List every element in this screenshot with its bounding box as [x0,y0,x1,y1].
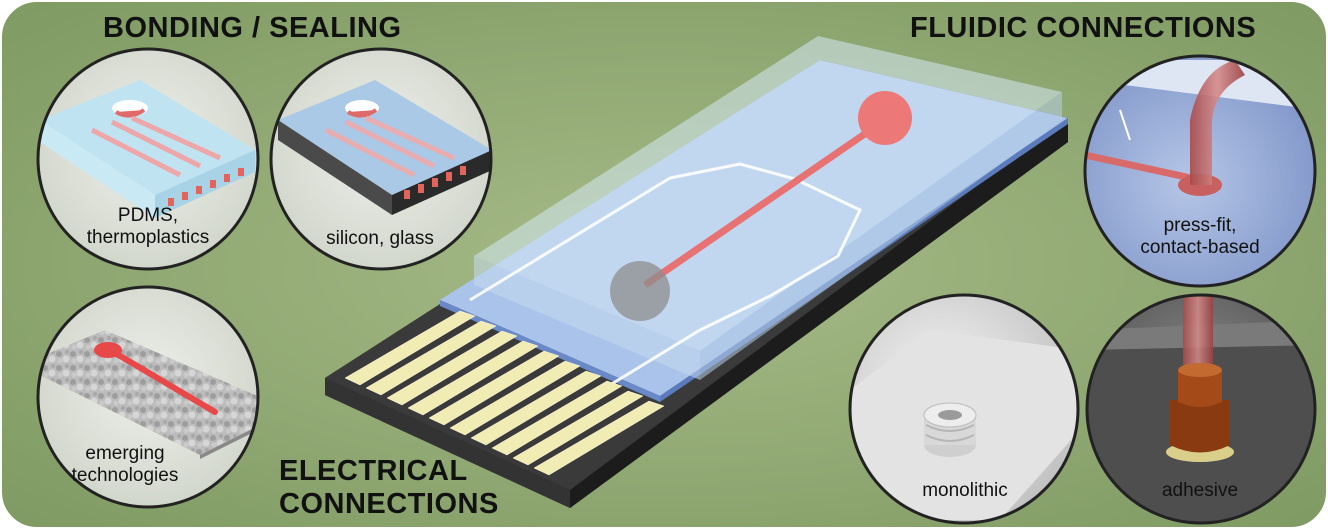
emerging-label-line1: emerging [85,443,165,464]
silicon-glass-label: silicon, glass [326,228,434,249]
electrical-heading-line1: ELECTRICAL [279,455,468,487]
monolithic-label: monolithic [922,480,1008,501]
emerging-label-line2: technologies [71,465,179,486]
electrical-heading-line2: CONNECTIONS [279,488,499,520]
electrical-connections-heading: ELECTRICAL CONNECTIONS [279,455,499,521]
fluidic-connections-heading: FLUIDIC CONNECTIONS [910,12,1257,44]
pdms-label-line2: thermoplastics [86,227,210,248]
press-fit-label-line1: press-fit, [1163,215,1237,236]
press-fit-label: press-fit, contact-based [1125,215,1275,259]
press-fit-label-line2: contact-based [1140,237,1260,258]
microfluidic-chip-illustration [325,36,1068,508]
emerging-technologies-label: emerging technologies [55,443,195,487]
bonding-sealing-heading: BONDING / SEALING [103,12,402,44]
adhesive-label: adhesive [1161,480,1239,501]
pdms-label-line1: PDMS, [117,205,179,226]
pdms-label: PDMS, thermoplastics [78,205,218,249]
